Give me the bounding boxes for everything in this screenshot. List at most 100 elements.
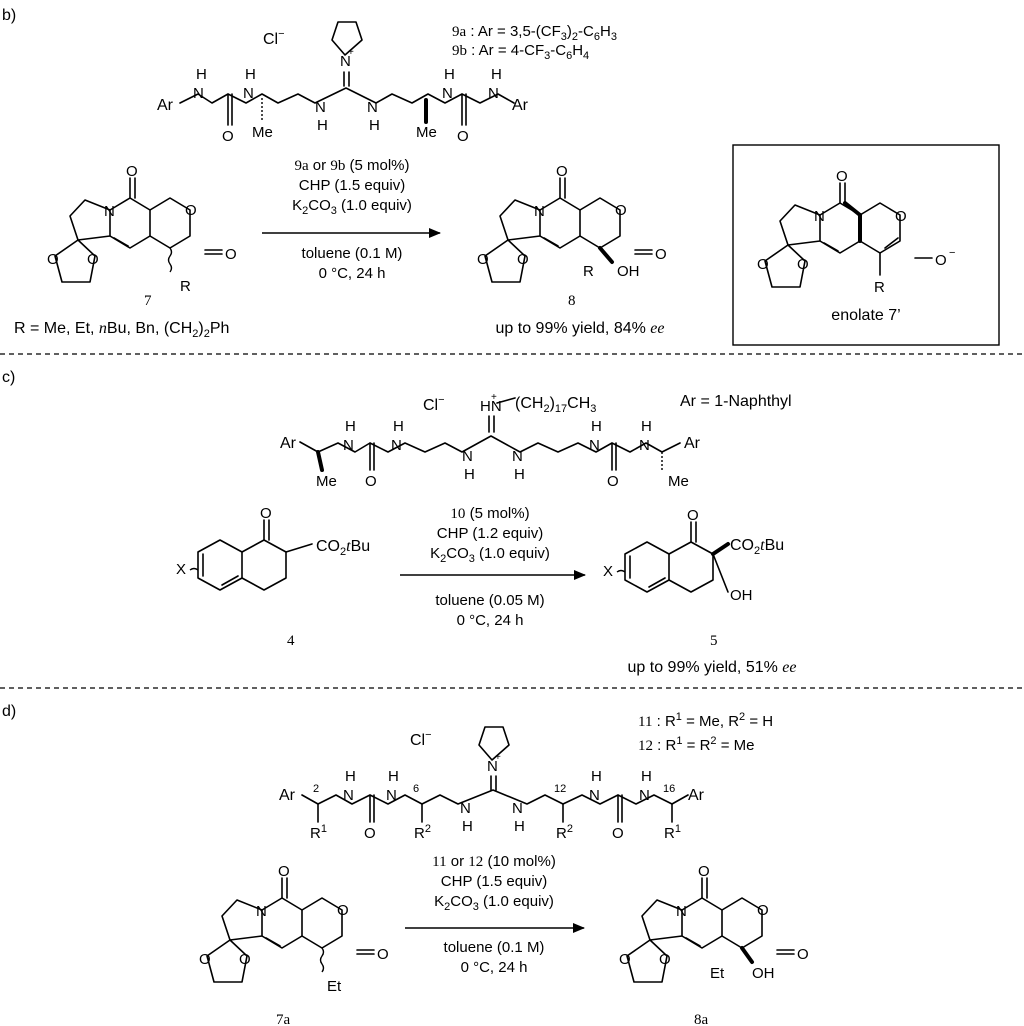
compound-5-structure: O CO2tBu OH X 5	[603, 507, 784, 649]
panel-b: b) Cl− N + Ar H N O H N Me N	[2, 7, 1000, 346]
svg-text:O: O	[698, 863, 710, 880]
svg-text:2: 2	[313, 783, 319, 795]
compound-8a-structure: O O O Et OH N O O 8a	[619, 863, 809, 1026]
svg-text:+: +	[348, 47, 354, 58]
svg-text:O: O	[797, 946, 809, 963]
svg-text:−: −	[949, 247, 955, 259]
panel-b-label: b)	[2, 7, 16, 24]
svg-text:+: +	[495, 752, 501, 763]
catalyst-9-structure: Cl− N + Ar H N O H N Me N H N H	[157, 21, 529, 145]
svg-text:O: O	[126, 163, 138, 180]
svg-text:N: N	[367, 99, 378, 116]
condition-solvent-d: toluene (0.1 M)	[444, 939, 545, 956]
svg-text:N: N	[676, 903, 687, 920]
condition-temperature-time-d: 0 °C, 24 h	[461, 959, 528, 976]
svg-text:OH: OH	[752, 965, 775, 982]
svg-text:O: O	[757, 256, 769, 273]
svg-text:Ar: Ar	[280, 435, 297, 452]
svg-text:Me: Me	[668, 473, 689, 490]
svg-text:N: N	[243, 85, 254, 102]
svg-text:O: O	[199, 951, 211, 968]
cat-11-definition: 11 : R1 = Me, R2 = H	[638, 711, 773, 730]
svg-text:H: H	[514, 818, 525, 835]
ar-definition-c: Ar = 1-Naphthyl	[680, 393, 792, 410]
svg-text:N: N	[104, 203, 115, 220]
condition-solvent-c: toluene (0.05 M)	[435, 592, 544, 609]
svg-text:12: 12	[554, 783, 566, 795]
svg-text:O: O	[615, 202, 627, 219]
condition-oxidant-d: CHP (1.5 equiv)	[441, 873, 547, 890]
condition-catalyst-d: 11 or 12 (10 mol%)	[432, 853, 556, 870]
svg-text:H: H	[388, 768, 399, 785]
svg-text:O: O	[556, 163, 568, 180]
compound-8-label: 8	[568, 293, 576, 309]
svg-text:Ar: Ar	[684, 435, 701, 452]
svg-text:R2: R2	[556, 823, 573, 842]
svg-text:Me: Me	[252, 124, 273, 141]
svg-text:O: O	[607, 473, 619, 490]
svg-text:R2: R2	[414, 823, 431, 842]
condition-catalyst-c: 10 (5 mol%)	[450, 505, 529, 522]
svg-text:N: N	[193, 85, 204, 102]
svg-text:H: H	[464, 466, 475, 483]
svg-text:HN: HN	[480, 398, 502, 415]
svg-text:R1: R1	[310, 823, 327, 842]
svg-text:N: N	[639, 437, 650, 454]
compound-7-label: 7	[144, 293, 152, 309]
ester-group-5: CO2tBu	[730, 537, 784, 557]
svg-text:O: O	[457, 128, 469, 145]
chloride-anion-d: Cl−	[410, 729, 432, 749]
svg-text:H: H	[641, 768, 652, 785]
compound-7a-label: 7a	[276, 1012, 291, 1026]
svg-text:Me: Me	[416, 124, 437, 141]
svg-text:H: H	[345, 418, 356, 435]
svg-text:H: H	[345, 768, 356, 785]
svg-text:O: O	[477, 251, 489, 268]
compound-7-structure: O O O R N O O 7	[47, 163, 237, 309]
svg-text:O: O	[687, 507, 699, 524]
svg-text:O: O	[895, 208, 907, 225]
svg-text:O: O	[47, 251, 59, 268]
condition-base-c: K2CO3 (1.0 equiv)	[430, 545, 550, 565]
svg-text:N: N	[488, 85, 499, 102]
svg-text:O: O	[757, 902, 769, 919]
compound-4-structure: O CO2tBu X 4	[176, 505, 370, 649]
catalyst-11-12-structure: N + Ar 2 H N O H N 6 R1 R2 N H N	[279, 726, 705, 842]
panel-d: d) Cl− 11 : R1 = Me, R2 = H 12 : R1 = R2…	[2, 703, 809, 1026]
condition-catalyst: 9a or 9b (5 mol%)	[294, 157, 409, 174]
svg-text:Et: Et	[710, 965, 725, 982]
compound-4-label: 4	[287, 633, 295, 649]
svg-text:H: H	[317, 117, 328, 134]
svg-text:O: O	[377, 946, 389, 963]
chloride-anion: Cl−	[263, 28, 285, 48]
condition-base: K2CO3 (1.0 equiv)	[292, 197, 412, 217]
octadecyl-chain: (CH2)17CH3	[515, 395, 596, 415]
svg-text:O: O	[260, 505, 272, 522]
svg-text:O: O	[225, 246, 237, 263]
svg-text:O: O	[185, 202, 197, 219]
r-group-list: R = Me, Et, nBu, Bn, (CH2)2Ph	[14, 320, 229, 340]
svg-text:O: O	[365, 473, 377, 490]
svg-text:N: N	[512, 448, 523, 465]
svg-text:R: R	[180, 278, 191, 295]
cat-9b-definition: 9b : Ar = 4-CF3-C6H4	[452, 42, 589, 62]
condition-base-d: K2CO3 (1.0 equiv)	[434, 893, 554, 913]
svg-text:O: O	[239, 951, 251, 968]
svg-text:O: O	[517, 251, 529, 268]
svg-text:N: N	[589, 437, 600, 454]
panel-c-label: c)	[2, 369, 15, 386]
chloride-anion-c: Cl−	[423, 394, 445, 414]
svg-text:H: H	[591, 418, 602, 435]
svg-text:N: N	[589, 787, 600, 804]
svg-text:O: O	[655, 246, 667, 263]
svg-text:O: O	[222, 128, 234, 145]
svg-text:Ar: Ar	[512, 97, 529, 114]
ester-group-4: CO2tBu	[316, 538, 370, 558]
svg-text:O: O	[836, 168, 848, 185]
svg-text:O: O	[612, 825, 624, 842]
svg-text:X: X	[176, 561, 186, 578]
panel-c: c) Cl− HN + (CH2)17CH3 Ar = 1-Naphthyl A…	[2, 369, 796, 676]
svg-text:Ar: Ar	[157, 97, 174, 114]
svg-text:N: N	[391, 437, 402, 454]
svg-text:N: N	[534, 203, 545, 220]
